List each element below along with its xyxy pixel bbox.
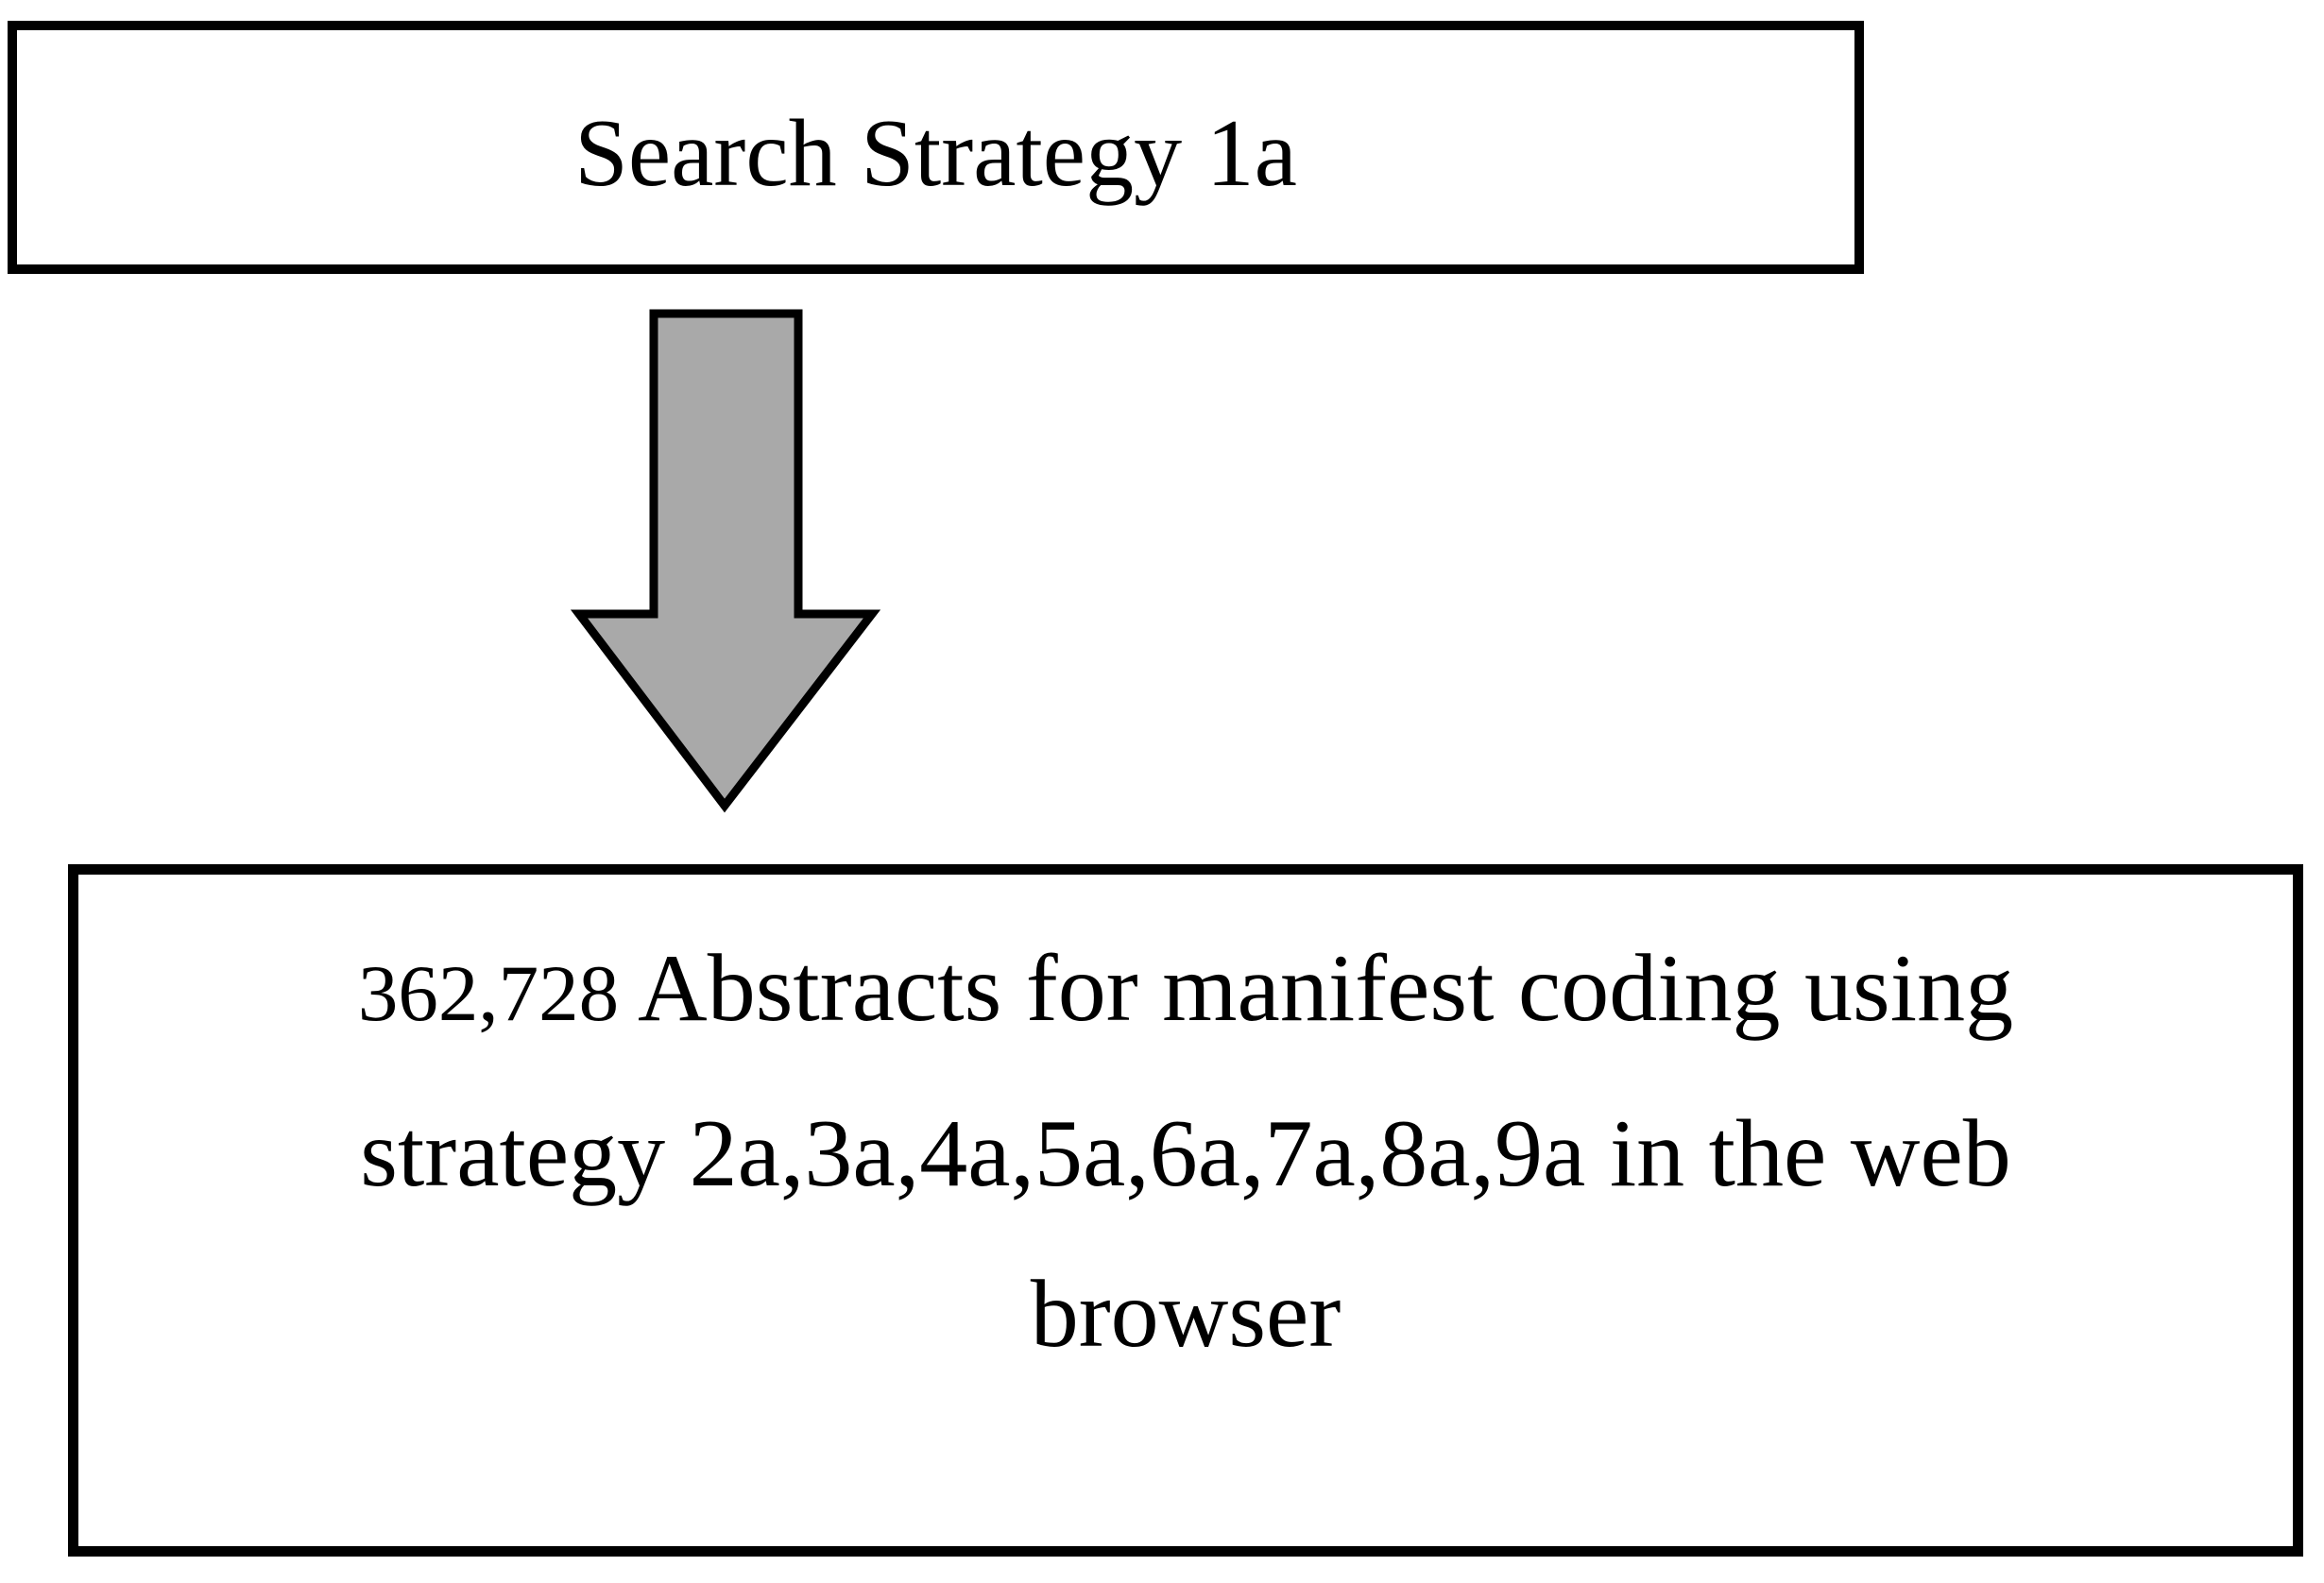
down-arrow-shape — [570, 309, 881, 813]
abstracts-result-box: 362,728 Abstracts for manifest coding us… — [68, 864, 2303, 1557]
search-strategy-box: Search Strategy 1a — [8, 21, 1864, 274]
result-line-1: 362,728 Abstracts for manifest coding us… — [78, 909, 2293, 1074]
down-arrow-icon — [570, 309, 881, 813]
result-line-1-text: Abstracts for manifest coding using — [638, 935, 2014, 1042]
result-line-3: browser — [1030, 1261, 1341, 1368]
abstract-count: 362,728 — [357, 949, 620, 1038]
result-line-2: strategy 2a,3a,4a,5a,6a,7a,8a,9a in the … — [360, 1100, 2011, 1207]
search-strategy-label: Search Strategy 1a — [574, 100, 1297, 207]
